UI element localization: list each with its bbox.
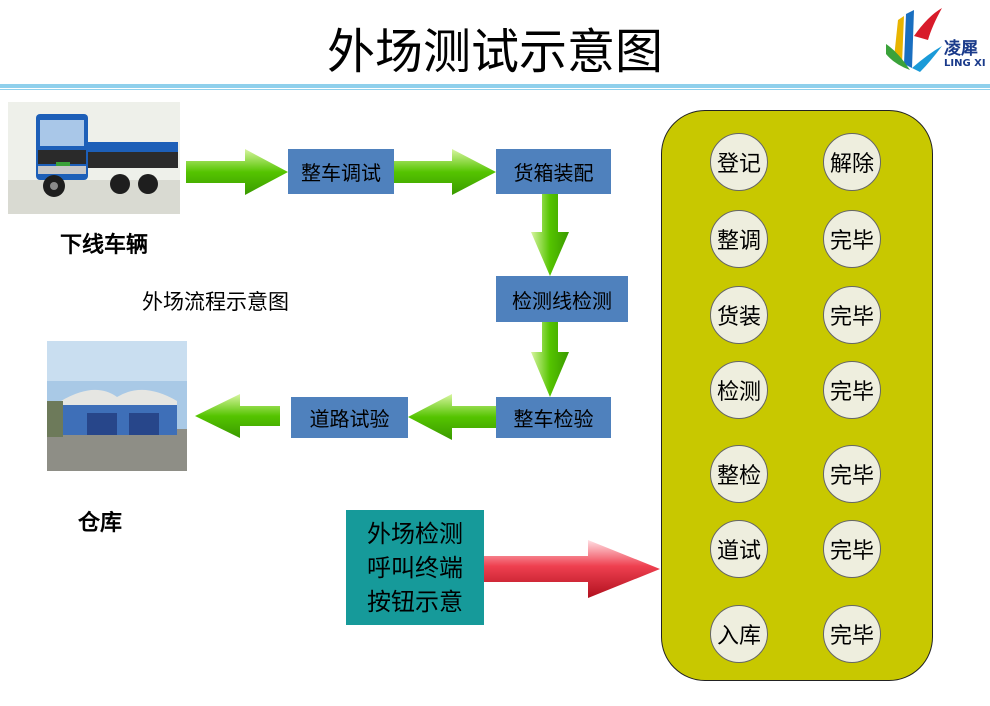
logo-name-cn: 凌犀	[944, 39, 978, 59]
arrow-right-2	[394, 149, 496, 195]
button-register[interactable]: 登记	[710, 133, 768, 191]
button-cargo-done[interactable]: 完毕	[823, 286, 881, 344]
logo-mark-icon	[886, 8, 942, 72]
button-vehicle-check-done[interactable]: 完毕	[823, 445, 881, 503]
terminal-line-3: 按钮示意	[367, 587, 463, 616]
button-tuning[interactable]: 整调	[710, 210, 768, 268]
step-road-test: 道路试验	[291, 397, 408, 438]
step-line-inspection: 检测线检测	[496, 276, 628, 322]
vehicle-label: 下线车辆	[60, 232, 149, 258]
terminal-line-2: 呼叫终端	[367, 553, 463, 582]
logo-name-en: LING XI	[944, 58, 986, 69]
arrow-down-2	[531, 322, 569, 397]
step-vehicle-check: 整车检验	[496, 397, 611, 438]
arrow-down-1	[531, 194, 569, 276]
button-warehouse-in[interactable]: 入库	[710, 605, 768, 663]
logo: 凌犀 LING XI	[884, 6, 988, 74]
arrow-left-1	[408, 394, 496, 440]
title-rule-thin	[0, 89, 990, 90]
button-road-test[interactable]: 道试	[710, 520, 768, 578]
flow-caption: 外场流程示意图	[142, 290, 289, 314]
page-title: 外场测试示意图	[326, 24, 663, 80]
button-road-test-done[interactable]: 完毕	[823, 520, 881, 578]
button-vehicle-check[interactable]: 整检	[710, 445, 768, 503]
warehouse-image	[47, 341, 187, 471]
button-inspection[interactable]: 检测	[710, 361, 768, 419]
truck-image	[8, 102, 180, 214]
step-cargo-assembly: 货箱装配	[496, 149, 611, 194]
warehouse-label: 仓库	[78, 510, 123, 536]
terminal-line-1: 外场检测	[367, 519, 463, 548]
button-panel	[661, 110, 933, 681]
arrow-right-1	[186, 149, 288, 195]
button-tuning-done[interactable]: 完毕	[823, 210, 881, 268]
call-terminal-box: 外场检测 呼叫终端 按钮示意	[346, 510, 484, 625]
arrow-red	[484, 540, 660, 598]
arrow-left-2	[195, 394, 280, 438]
button-release[interactable]: 解除	[823, 133, 881, 191]
button-warehouse-in-done[interactable]: 完毕	[823, 605, 881, 663]
title-rule	[0, 84, 990, 88]
button-cargo[interactable]: 货装	[710, 286, 768, 344]
step-overall-tuning: 整车调试	[288, 149, 394, 194]
button-inspection-done[interactable]: 完毕	[823, 361, 881, 419]
